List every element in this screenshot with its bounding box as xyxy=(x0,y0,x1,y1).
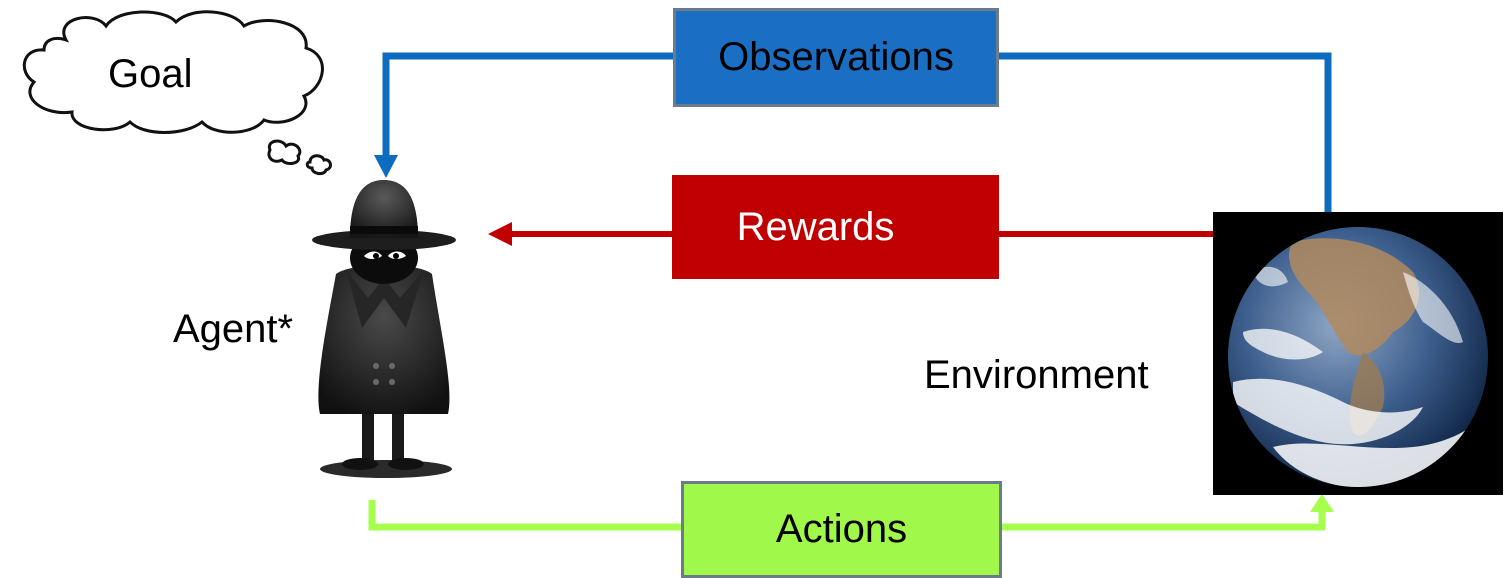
rewards-box: Rewards xyxy=(672,175,999,279)
actions-label: Actions xyxy=(775,507,908,551)
observations-box: Observations xyxy=(673,8,999,107)
spy-agent-icon xyxy=(312,180,456,478)
agent-label: Agent* xyxy=(173,307,294,351)
goal-label: Goal xyxy=(108,52,193,96)
environment-label: Environment xyxy=(924,353,1149,397)
rewards-label: Rewards xyxy=(736,204,895,249)
earth-globe-icon xyxy=(1213,212,1503,495)
observations-label: Observations xyxy=(718,35,954,79)
actions-box: Actions xyxy=(681,481,1002,578)
thought-cloud-icon xyxy=(22,10,332,176)
